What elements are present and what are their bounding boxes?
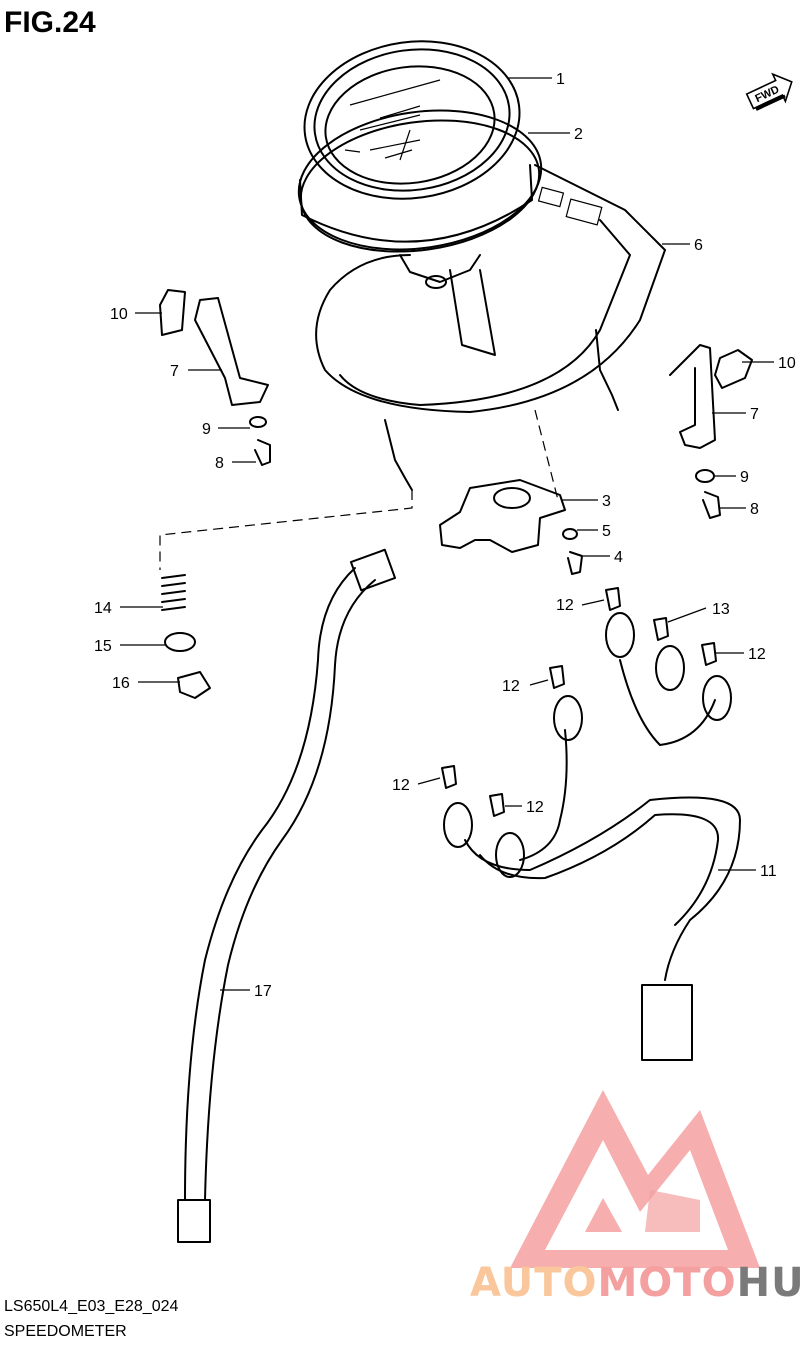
callout-13: 13 [712, 601, 730, 618]
fwd-arrow-icon: FWD [745, 72, 793, 111]
callout-7-right: 7 [750, 406, 759, 423]
callout-4: 4 [614, 549, 623, 566]
part-speedometer-cable [177, 548, 397, 1243]
callout-12-d: 12 [392, 777, 410, 794]
callout-3: 3 [602, 493, 611, 510]
callout-12-e: 12 [526, 799, 544, 816]
callout-12-b: 12 [748, 646, 766, 663]
logo-text-auto: AUTO [470, 1260, 598, 1306]
callout-9-right: 9 [740, 469, 749, 486]
callout-9-left: 9 [202, 421, 211, 438]
callout-6: 6 [694, 237, 703, 254]
part-spring-washer-set [161, 574, 211, 699]
part-meter-housing [315, 164, 666, 491]
callout-1: 1 [556, 71, 565, 88]
leader-lines [120, 77, 774, 991]
model-code: LS650L4_E03_E28_024 [4, 1298, 178, 1315]
logo-text-hub: HUB [737, 1260, 800, 1306]
logo-text-moto: MOTO [598, 1260, 737, 1306]
part-wiring-harness [441, 587, 741, 1061]
callout-16: 16 [112, 675, 130, 692]
callout-11: 11 [760, 863, 777, 880]
part-speedometer-gearbox [439, 479, 583, 575]
watermark-logo: AUTOMOTOHUB [470, 1090, 800, 1306]
callout-numbers: 1 2 6 10 7 9 8 10 7 9 8 3 5 4 14 15 16 1… [94, 71, 796, 1000]
section-name: SPEEDOMETER [4, 1323, 127, 1340]
callout-2: 2 [574, 126, 583, 143]
callout-12-a: 12 [556, 597, 574, 614]
callout-10-right: 10 [778, 355, 796, 372]
part-right-bracket-set [669, 344, 753, 519]
logo-text: AUTOMOTOHUB [470, 1260, 800, 1306]
callout-15: 15 [94, 638, 112, 655]
logo-triangle-icon [510, 1090, 760, 1268]
callout-12-c: 12 [502, 678, 520, 695]
part-left-bracket-set [159, 289, 271, 466]
callout-8-left: 8 [215, 455, 224, 472]
callout-17: 17 [254, 983, 272, 1000]
callout-7-left: 7 [170, 363, 179, 380]
callout-5: 5 [602, 523, 611, 540]
callout-8-right: 8 [750, 501, 759, 518]
part-speedometer-assy [297, 40, 543, 289]
callout-14: 14 [94, 600, 112, 617]
callout-10-left: 10 [110, 306, 128, 323]
figure-title: FIG.24 [4, 6, 96, 39]
